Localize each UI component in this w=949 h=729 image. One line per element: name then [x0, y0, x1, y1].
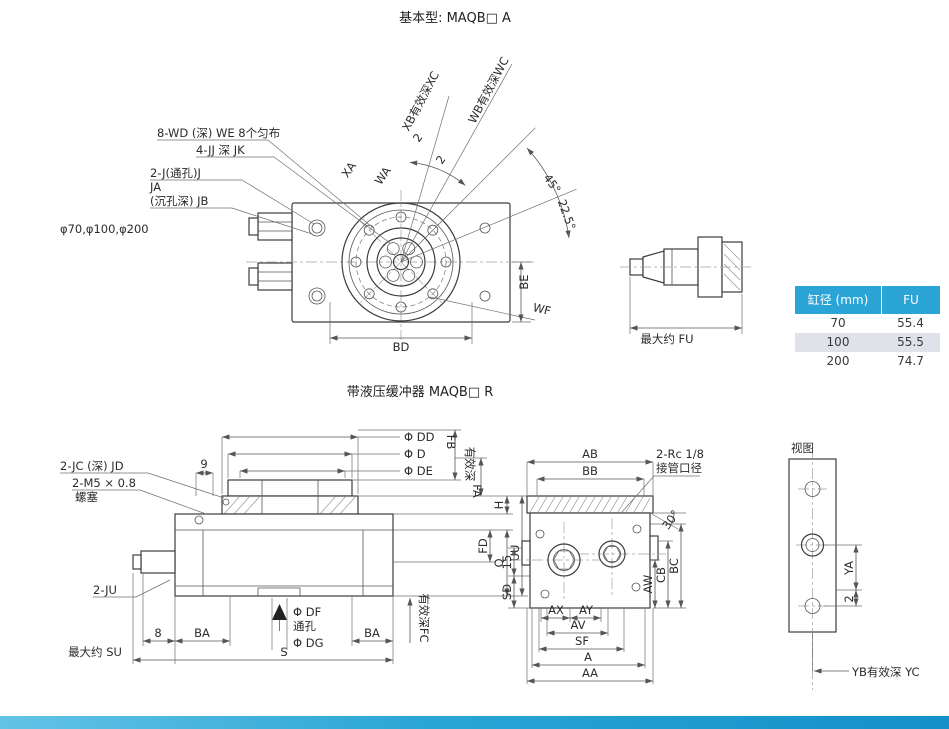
- dim-label-2a: 2: [410, 131, 426, 145]
- dim-label-ba-left: BA: [194, 626, 210, 640]
- dim-label-2: 2: [842, 595, 856, 602]
- dim-label-9: 9: [200, 457, 207, 471]
- title-basic-type: 基本型: MAQB□ A: [399, 11, 511, 26]
- label-phidg: Φ DG: [293, 636, 323, 650]
- dim-label-2b: 2: [433, 153, 449, 167]
- table-cell-fu: 55.4: [897, 316, 924, 330]
- table-row: 200 74.7: [795, 352, 940, 371]
- label-view: 视图: [791, 441, 814, 455]
- dim-label-45deg: 45°: [541, 171, 564, 196]
- dim-label-aw: AW: [641, 575, 655, 594]
- dim-label-fa: FA: [470, 484, 484, 498]
- bore-fu-table: 缸径 (mm) FU 70 55.4 100 55.5 200 74.7: [795, 286, 940, 371]
- cylinder-side-view: 最大约 FU: [620, 236, 752, 346]
- label-yb-depth: YB有效深 YC: [851, 665, 920, 679]
- table-cell-bore: 70: [830, 316, 846, 330]
- title-buffered-type: 带液压缓冲器 MAQB□ R: [347, 385, 494, 400]
- dim-label-phid: Φ D: [404, 447, 426, 461]
- table-row: 100 55.5: [795, 333, 940, 352]
- dim-label-q: Q: [492, 558, 506, 567]
- plate-view: 视图 YA 2 YB有效深 YC: [788, 441, 920, 690]
- dim-label-av: AV: [571, 618, 586, 632]
- dim-label-ay: AY: [579, 603, 594, 617]
- dim-label-ba-right: BA: [364, 626, 380, 640]
- label-jb: (沉孔深) JB: [150, 194, 209, 208]
- label-port-size: 接管口径: [656, 461, 702, 475]
- dim-label-be: BE: [517, 274, 531, 289]
- dim-label-bd: BD: [393, 340, 410, 354]
- dim-label-aa: AA: [582, 666, 598, 680]
- dim-label-225deg: 22.5°: [555, 198, 579, 232]
- front-view: AB BB 2-Rc 1/8 接管口径 30° 15 SD AX AY AV S…: [500, 447, 704, 684]
- label-2jc: 2-JC (深) JD: [60, 459, 124, 473]
- label-xb-depth: XB有效深XC: [399, 69, 442, 133]
- label-2ju: 2-JU: [93, 583, 117, 597]
- dim-label-ax: AX: [548, 603, 564, 617]
- dim-label-cb: CB: [654, 567, 668, 583]
- label-rc-thread: 2-Rc 1/8: [656, 447, 704, 461]
- label-2m5: 2-M5 × 0.8: [72, 476, 136, 490]
- table-cell-fu: 55.5: [897, 335, 924, 349]
- dim-label-su: 最大约 SU: [68, 645, 122, 659]
- table-cell-bore: 100: [826, 335, 850, 349]
- dim-label-phide: Φ DE: [404, 464, 433, 478]
- label-ja: JA: [149, 180, 161, 194]
- label-effective-depth: 有效深: [463, 447, 477, 482]
- footer-bar: [0, 716, 949, 729]
- label-through-hole: 通孔: [293, 619, 316, 633]
- dim-label-ya: YA: [842, 561, 856, 576]
- dim-label-fb: FB: [444, 435, 458, 450]
- table-header-bore: 缸径 (mm): [795, 286, 882, 314]
- dim-label-15: 15: [500, 555, 514, 570]
- dim-label-h: H: [492, 501, 506, 510]
- label-effective-depth-fc: 有效深FC: [417, 593, 431, 642]
- dim-label-wa: WA: [372, 164, 394, 187]
- dim-label-sd: SD: [500, 584, 514, 600]
- table-header-fu: FU: [903, 293, 919, 307]
- dim-label-wf: WF: [532, 300, 553, 318]
- dim-label-s: S: [280, 645, 287, 659]
- table-cell-bore: 200: [826, 354, 850, 368]
- dim-label-ab: AB: [582, 447, 598, 461]
- table-row: 70 55.4: [795, 314, 940, 333]
- table-header-row: 缸径 (mm) FU: [795, 286, 940, 314]
- table-cell-fu: 74.7: [897, 354, 924, 368]
- dim-label-phidd: Φ DD: [404, 430, 435, 444]
- top-view: 8-WD (深) WE 8个匀布 4-JJ 深 JK 2-J(通孔)J JA (…: [60, 55, 579, 354]
- dim-label-fd: FD: [476, 538, 490, 554]
- buffer-side-view: 2-JC (深) JD 2-M5 × 0.8 螺塞 9 Φ DD Φ D Φ D…: [60, 429, 528, 664]
- label-diameters: φ70,φ100,φ200: [60, 222, 149, 236]
- dim-label-bc: BC: [667, 558, 681, 574]
- label-phidf: Φ DF: [293, 605, 321, 619]
- dim-label-a: A: [584, 650, 592, 664]
- dim-label-8: 8: [154, 626, 161, 640]
- dim-label-fu: 最大约 FU: [640, 332, 693, 346]
- label-8wd: 8-WD (深) WE 8个匀布: [157, 126, 280, 140]
- dim-label-sf: SF: [575, 634, 589, 648]
- dim-label-30deg: 30°: [659, 507, 682, 532]
- label-wb-depth: WB有效深WC: [465, 55, 512, 126]
- dim-label-xa: XA: [338, 159, 359, 180]
- label-plug: 螺塞: [75, 490, 98, 504]
- label-2j: 2-J(通孔)J: [150, 166, 201, 180]
- label-4jj: 4-JJ 深 JK: [196, 143, 245, 157]
- dim-label-bb: BB: [582, 464, 598, 478]
